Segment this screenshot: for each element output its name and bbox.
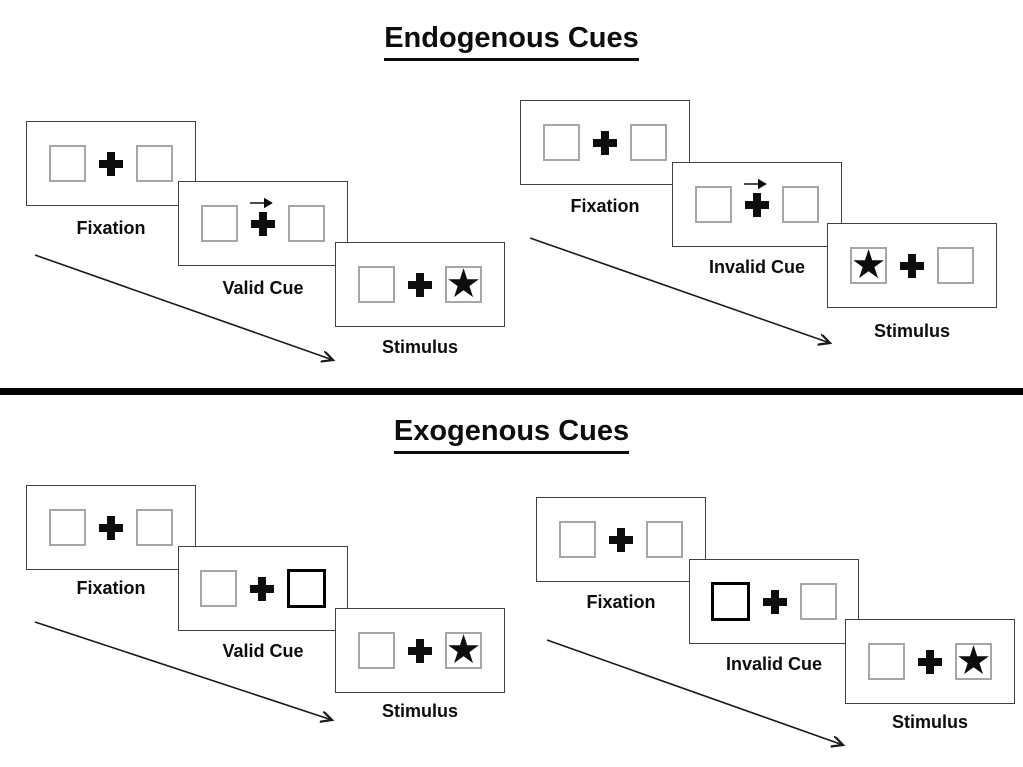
fixation-cross-icon	[251, 211, 275, 236]
panel-label: Invalid Cue	[725, 654, 823, 674]
right-stimulus-box	[646, 521, 683, 558]
fixation-cross-icon	[408, 638, 432, 663]
panel-label: Stimulus	[873, 321, 950, 341]
exogenous-invalid-stimulus-panel: ★	[845, 619, 1015, 704]
endogenous-invalid-stimulus-panel: ★	[827, 223, 997, 308]
panel-label: Valid Cue	[222, 641, 304, 661]
exogenous-valid-stimulus-panel: ★	[335, 608, 505, 693]
fixation-cross-icon	[745, 192, 769, 217]
exogenous-valid-fixation-panel	[26, 485, 196, 570]
section-title-endogenous: Endogenous Cues	[0, 22, 1023, 61]
right-stimulus-box: ★	[955, 639, 992, 683]
endogenous-invalid-cue-panel	[672, 162, 842, 247]
left-stimulus-box	[868, 643, 905, 680]
left-stimulus-box	[695, 186, 732, 223]
left-stimulus-box: ★	[850, 243, 887, 287]
right-stimulus-box: ★	[445, 262, 482, 306]
right-stimulus-box	[136, 509, 173, 546]
right-stimulus-box	[288, 205, 325, 242]
endogenous-valid-stimulus-panel: ★	[335, 242, 505, 327]
right-stimulus-box	[136, 145, 173, 182]
right-stimulus-box	[800, 583, 837, 620]
fixation-cross-icon	[593, 130, 617, 155]
endogenous-invalid-fixation-panel	[520, 100, 690, 185]
left-stimulus-box	[200, 570, 237, 607]
left-stimulus-box	[543, 124, 580, 161]
exogenous-invalid-fixation-panel	[536, 497, 706, 582]
left-stimulus-box	[49, 509, 86, 546]
fixation-cross-icon	[900, 253, 924, 278]
section-title-text: Endogenous Cues	[384, 22, 639, 61]
fixation-cross-icon	[99, 151, 123, 176]
left-stimulus-box	[559, 521, 596, 558]
fixation-cross-icon	[250, 576, 274, 601]
panel-label: Valid Cue	[222, 278, 304, 298]
panel-label: Stimulus	[891, 712, 968, 732]
endogenous-valid-fixation-panel	[26, 121, 196, 206]
timeline-arrow	[34, 621, 339, 727]
panel-label: Stimulus	[381, 701, 458, 721]
star-icon: ★	[445, 262, 482, 306]
cue-arrow-right-icon	[744, 177, 772, 189]
cue-arrow-right-icon	[250, 196, 278, 208]
right-stimulus-box-highlighted	[287, 569, 326, 608]
fixation-cross-icon	[763, 589, 787, 614]
right-stimulus-box: ★	[445, 628, 482, 672]
section-title-exogenous: Exogenous Cues	[0, 415, 1023, 454]
left-stimulus-box	[49, 145, 86, 182]
left-stimulus-box	[358, 632, 395, 669]
timeline-arrow	[546, 639, 850, 752]
endogenous-valid-cue-panel	[178, 181, 348, 266]
fixation-cross-icon	[408, 272, 432, 297]
fixation-cross-icon	[609, 527, 633, 552]
section-title-text: Exogenous Cues	[393, 415, 630, 454]
panel-label: Fixation	[76, 578, 146, 598]
right-stimulus-box	[630, 124, 667, 161]
star-icon: ★	[445, 628, 482, 672]
left-stimulus-box	[358, 266, 395, 303]
star-icon: ★	[955, 639, 992, 683]
exogenous-invalid-cue-panel	[689, 559, 859, 644]
timeline-arrow	[34, 254, 340, 367]
left-stimulus-box	[201, 205, 238, 242]
fixation-cross-icon	[918, 649, 942, 674]
timeline-arrow	[529, 237, 837, 350]
exogenous-valid-cue-panel	[178, 546, 348, 631]
fixation-cross-icon	[99, 515, 123, 540]
right-stimulus-box	[782, 186, 819, 223]
star-icon: ★	[850, 243, 887, 287]
panel-label: Stimulus	[381, 337, 458, 357]
panel-label: Fixation	[586, 592, 656, 612]
panel-label: Invalid Cue	[708, 257, 806, 277]
panel-label: Fixation	[570, 196, 640, 216]
right-stimulus-box	[937, 247, 974, 284]
left-stimulus-box-highlighted	[711, 582, 750, 621]
panel-label: Fixation	[76, 218, 146, 238]
section-divider	[0, 388, 1023, 395]
